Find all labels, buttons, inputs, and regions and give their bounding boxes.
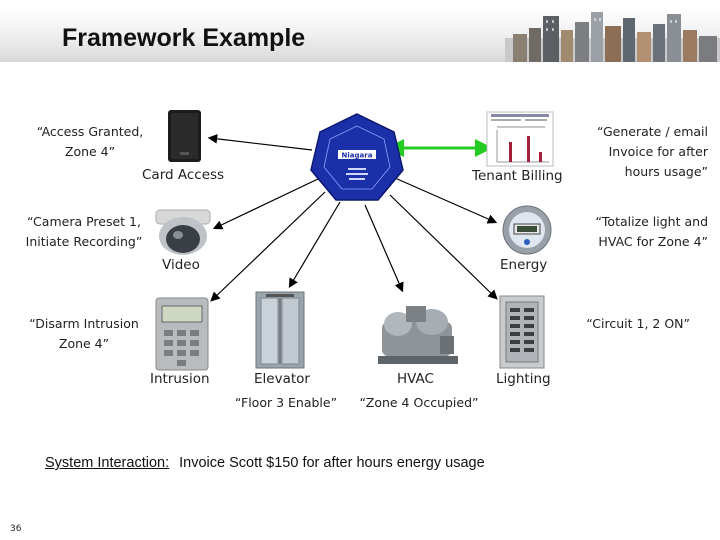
elevator-image [255,291,305,369]
quote-elevator: “Floor 3 Enable” [234,395,338,410]
dome-camera-image [155,209,211,255]
arrow-intrusion [210,191,326,302]
quote-energy: “Totalize light and HVAC for Zone 4” [595,214,708,249]
arrow-video [212,177,321,230]
quote-tenant-billing: “Generate / email Invoice for after hour… [596,124,708,179]
quote-lighting: “Circuit 1, 2 ON” [586,316,690,331]
label-energy: Energy [500,257,548,273]
label-elevator: Elevator [254,371,310,387]
quote-intrusion: “Disarm Intrusion Zone 4” [29,316,139,351]
system-interaction-prefix: System Interaction: [45,455,170,471]
quote-video: “Camera Preset 1, Initiate Recording” [25,214,143,249]
hub-logo-text: Niagara [342,152,373,160]
niagara-hub-icon: Niagara [310,113,404,201]
city-skyline-image [505,12,720,62]
page-number: 36 [10,524,22,534]
arrow-hvac [364,204,404,293]
label-lighting: Lighting [496,371,551,387]
lighting-panel-image [499,295,545,369]
label-card-access: Card Access [142,167,225,183]
quote-hvac: “Zone 4 Occupied” [359,395,479,410]
system-interaction-summary: System Interaction: Invoice Scott $150 f… [45,455,485,471]
arrow-elevator [288,201,341,289]
label-hvac: HVAC [397,371,434,387]
hvac-chiller-image [378,306,458,364]
label-video: Video [162,257,200,273]
arrow-energy [394,177,498,224]
system-interaction-text: Invoice Scott $150 for after hours energ… [179,455,485,471]
label-intrusion: Intrusion [150,371,210,387]
label-tenant-billing: Tenant Billing [472,168,563,184]
arrow-card-access [207,134,313,151]
billing-report-image [486,111,554,167]
quote-card-access: “Access Granted, Zone 4” [36,124,144,159]
energy-meter-image [502,205,552,255]
intrusion-keypad-image [155,297,209,371]
card-reader-image [168,110,201,162]
page-title: Framework Example [62,24,306,52]
arrow-lighting [389,194,498,300]
